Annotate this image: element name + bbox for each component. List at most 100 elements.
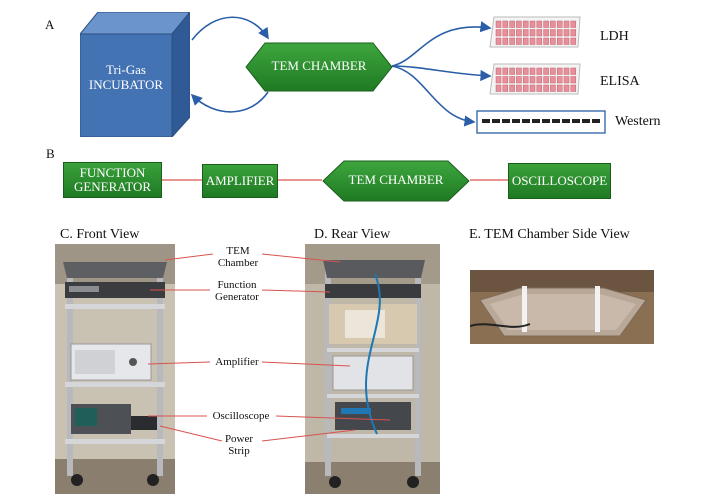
plate-well [570, 37, 577, 45]
plate-well [522, 20, 529, 28]
western-label: Western [615, 114, 661, 129]
tem-chamber-hexagon-b [322, 160, 470, 202]
tem-chamber-hexagon-a [245, 42, 393, 92]
elisa-plate [489, 63, 581, 95]
callout-amplifier: Amplifier [215, 356, 259, 368]
plate-well [502, 76, 509, 84]
plate-well [502, 20, 509, 28]
plate-well [550, 29, 556, 37]
blot-band [502, 119, 510, 123]
plate-well [563, 37, 570, 45]
panel-d-title: D. Rear View [314, 227, 391, 242]
blot-band [482, 119, 490, 123]
panel-a-arrows [190, 16, 492, 127]
plate-well [516, 76, 522, 84]
plate-well [536, 67, 543, 75]
blot-band [572, 119, 580, 123]
callout-fg-line1: Function [217, 279, 257, 291]
western-blot [476, 110, 606, 134]
elisa-label: ELISA [600, 74, 640, 89]
plate-well [516, 20, 522, 28]
plate-well [570, 76, 577, 84]
ldh-plate [489, 16, 581, 48]
plate-well [502, 67, 509, 75]
plate-well [509, 67, 515, 75]
plate-well [543, 37, 549, 45]
blot-band [522, 119, 530, 123]
plate-well [516, 37, 522, 45]
blot-band [592, 119, 600, 123]
plate-well [550, 84, 556, 92]
callout-function-generator: Function Generator [208, 279, 266, 303]
plate-well [563, 20, 570, 28]
plate-well [516, 67, 522, 75]
plate-well [536, 37, 543, 45]
plate-well [522, 76, 529, 84]
function-generator-line1: FUNCTION [79, 165, 146, 180]
arrow-chamber-to-western [391, 65, 476, 127]
plate-well [495, 76, 502, 84]
plate-well [529, 67, 536, 75]
plate-well [522, 29, 529, 37]
plate-well [522, 84, 529, 92]
rear-view-photo [305, 244, 440, 494]
plate-well [495, 37, 502, 45]
plate-well [550, 20, 556, 28]
plate-well [543, 29, 549, 37]
side-view-photo [470, 270, 654, 344]
plate-well [550, 76, 556, 84]
plate-well [563, 84, 570, 92]
incubator-label-line2: INCUBATOR [88, 77, 164, 92]
callout-ps-line2: Strip [228, 445, 250, 457]
plate-well [570, 67, 577, 75]
blot-band [532, 119, 540, 123]
incubator-label: Tri-Gas INCUBATOR [80, 62, 172, 92]
plate-well [556, 67, 563, 75]
oscilloscope-box: OSCILLOSCOPE [508, 163, 611, 199]
plate-well [509, 76, 515, 84]
plate-well [516, 84, 522, 92]
plate-well [502, 37, 509, 45]
panel-c-title: C. Front View [60, 227, 140, 242]
plate-well [543, 76, 549, 84]
blot-band [562, 119, 570, 123]
plate-well [495, 29, 502, 37]
plate-well [556, 37, 563, 45]
plate-well [529, 20, 536, 28]
oscilloscope-box-label: OSCILLOSCOPE [511, 173, 608, 188]
plate-well [563, 67, 570, 75]
plate-well [556, 76, 563, 84]
plate-well [536, 20, 543, 28]
plate-well [563, 76, 570, 84]
callout-oscilloscope: Oscilloscope [212, 410, 270, 422]
plate-well [529, 37, 536, 45]
arrow-chamber-to-incubator [190, 91, 269, 113]
tem-chamber-label-b: TEM CHAMBER [348, 172, 444, 187]
plate-well [529, 76, 536, 84]
plate-well [536, 29, 543, 37]
function-generator-line2: GENERATOR [73, 179, 152, 194]
panel-b-connectors [162, 179, 508, 181]
plate-well [529, 84, 536, 92]
plate-well [536, 76, 543, 84]
arrow-chamber-to-elisa [391, 65, 492, 82]
plate-well [509, 84, 515, 92]
plate-well [522, 37, 529, 45]
plate-well [550, 37, 556, 45]
callout-tem-line1: TEM [226, 245, 250, 257]
plate-well [529, 29, 536, 37]
plate-well [556, 84, 563, 92]
panel-b-letter: B [46, 146, 55, 161]
plate-well [550, 67, 556, 75]
plate-well [536, 84, 543, 92]
callout-power-strip: Power Strip [216, 433, 262, 457]
plate-well [543, 84, 549, 92]
blot-band [542, 119, 550, 123]
plate-well [502, 29, 509, 37]
plate-well [543, 20, 549, 28]
plate-well [570, 84, 577, 92]
plate-well [522, 67, 529, 75]
function-generator-box: FUNCTION GENERATOR [63, 162, 162, 198]
plate-well [495, 84, 502, 92]
